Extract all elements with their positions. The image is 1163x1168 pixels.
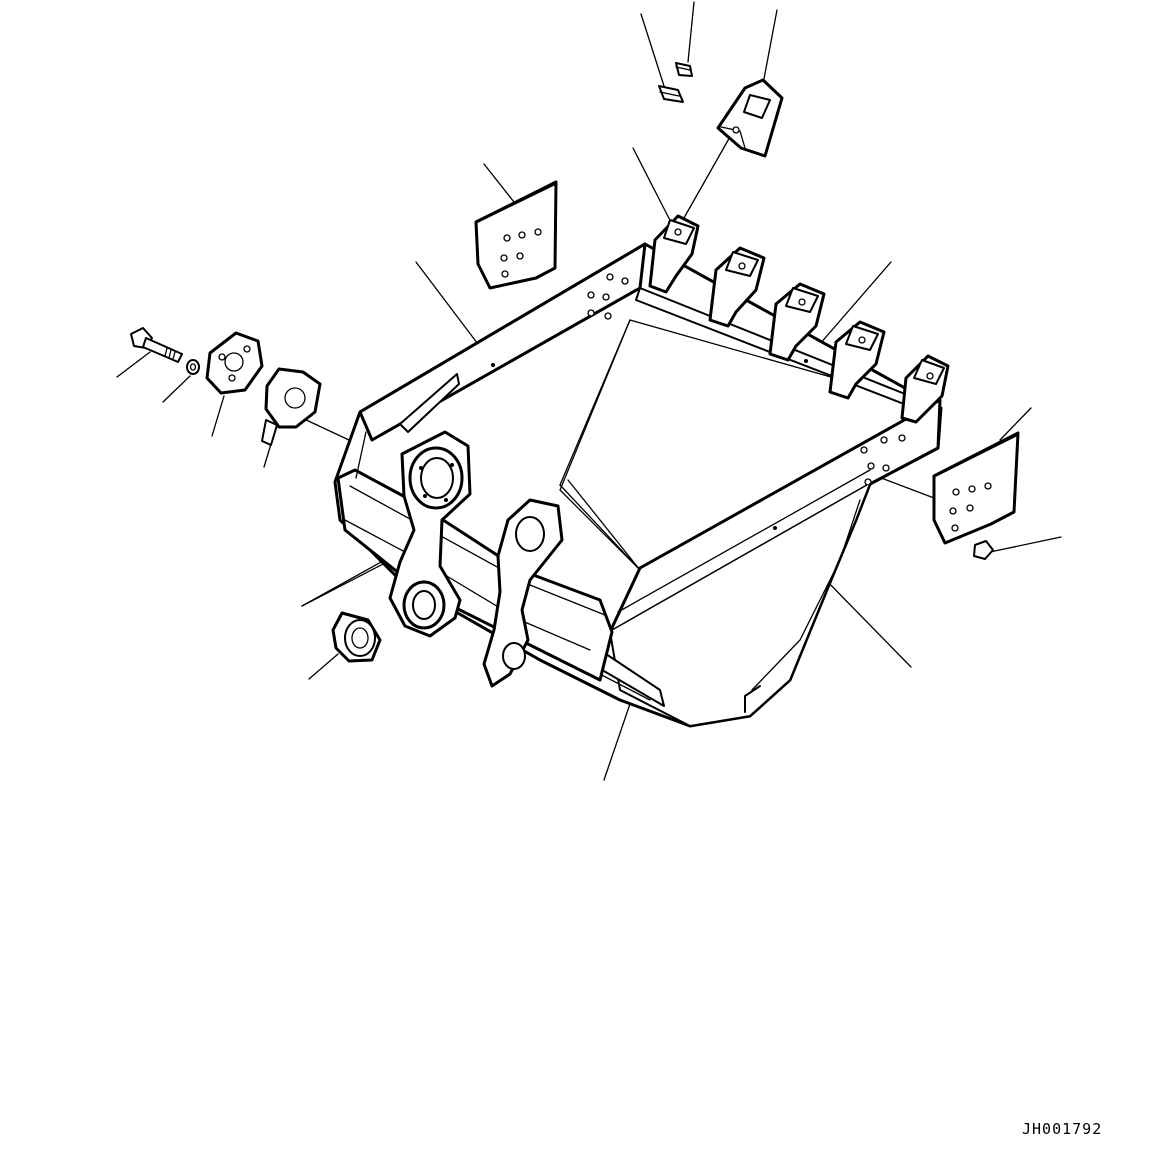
cutter-nut xyxy=(974,541,993,559)
tooth-lock-pin xyxy=(659,86,683,102)
tooth-adapter-3 xyxy=(770,284,824,360)
drawing-code: JH001792 xyxy=(1022,1120,1103,1138)
tooth-adapter-5 xyxy=(902,356,948,422)
bucket-body xyxy=(335,244,941,726)
tooth-adapter-4 xyxy=(830,322,884,398)
tooth-adapter-1 xyxy=(650,216,698,292)
side-cutter-upper xyxy=(476,182,556,288)
tooth-pin xyxy=(676,63,692,76)
leader-dots xyxy=(491,359,808,530)
side-cutter-lower xyxy=(934,433,1018,543)
bushing xyxy=(333,613,380,661)
washer xyxy=(187,360,199,374)
shim-bolt xyxy=(131,328,182,362)
bucket-teeth-row xyxy=(650,216,948,422)
o-ring-spacer xyxy=(262,369,320,445)
tooth-adapter-2 xyxy=(710,248,764,326)
shim-plate xyxy=(207,333,262,393)
bucket-tooth xyxy=(718,80,782,156)
